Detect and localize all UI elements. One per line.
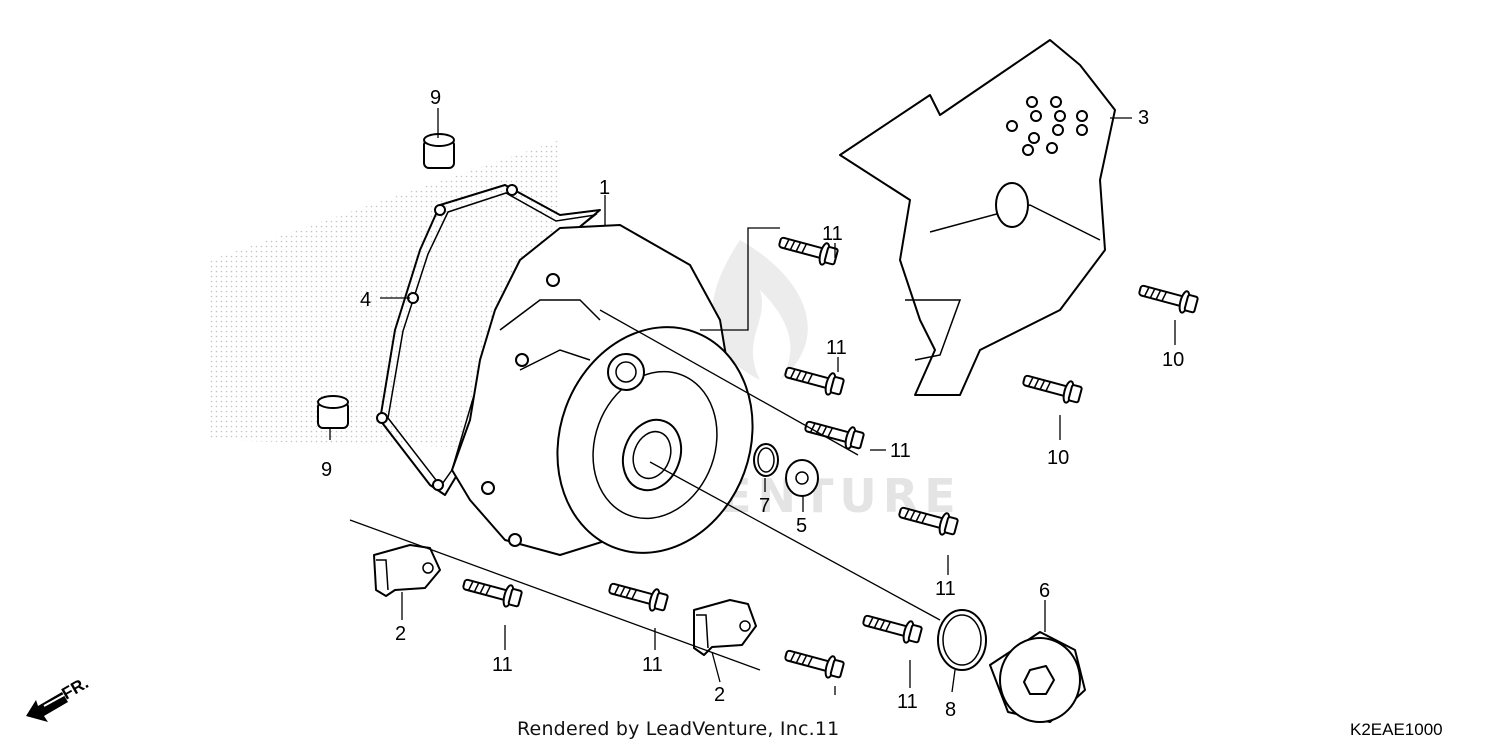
- crankshaft-hole-cap-part-6[interactable]: [989, 631, 1086, 723]
- callout-11-top: 11: [822, 223, 843, 245]
- bolt-11-centre[interactable]: [802, 414, 866, 453]
- callout-1: 1: [599, 177, 610, 199]
- render-credit: Rendered by LeadVenture, Inc.11: [517, 718, 839, 740]
- o-ring-part-7[interactable]: [753, 443, 779, 477]
- callout-5: 5: [796, 515, 807, 537]
- callout-2-right: 2: [714, 684, 725, 706]
- bolt-11-bottom-centre[interactable]: [606, 576, 670, 615]
- bolt-10-upper[interactable]: [1136, 278, 1200, 317]
- front-arrow-icon: [26, 692, 68, 722]
- bolt-11-bottom-right[interactable]: [782, 643, 846, 682]
- callout-9-top: 9: [430, 87, 441, 109]
- callout-11-lower: 11: [897, 691, 918, 713]
- callout-9-lower: 9: [321, 459, 332, 481]
- callout-labels: 9 1 4 3 11 11 11 10 10 9 7 5 11 6 2 11 1…: [321, 87, 1184, 721]
- callout-8: 8: [945, 699, 956, 721]
- o-ring-part-8[interactable]: [937, 609, 987, 671]
- wire-clamp-part-2-right[interactable]: [693, 599, 757, 656]
- timing-hole-cap-part-5[interactable]: [785, 459, 819, 497]
- left-crankcase-cover-part-1[interactable]: [451, 224, 784, 581]
- callout-4: 4: [360, 289, 371, 311]
- callout-11-footer: 11: [814, 718, 840, 740]
- guard-vent-holes: [1006, 96, 1088, 156]
- diagram-code: K2EAE1000: [1350, 720, 1443, 739]
- callout-11-mid: 11: [826, 337, 847, 359]
- render-credit-text: Rendered by LeadVenture, Inc.: [517, 718, 815, 740]
- callout-11-centre: 11: [890, 440, 911, 462]
- leader-lines: [329, 108, 1176, 695]
- callout-3: 3: [1138, 107, 1149, 129]
- callout-7: 7: [759, 495, 770, 517]
- sprocket-cover-guard-part-3[interactable]: [839, 39, 1116, 396]
- front-direction-indicator: FR.: [26, 673, 92, 722]
- wire-clamp-part-2-left[interactable]: [373, 544, 441, 597]
- bolt-11-bottom-left[interactable]: [460, 572, 524, 611]
- callout-11-right: 11: [935, 578, 956, 600]
- dowel-pin-upper[interactable]: [423, 133, 455, 169]
- callout-10-lower: 10: [1047, 447, 1069, 469]
- callout-11-bottom-centre: 11: [642, 654, 663, 676]
- bolt-11-lower[interactable]: [860, 608, 924, 647]
- dowel-pin-lower[interactable]: [317, 395, 349, 429]
- callout-6: 6: [1039, 580, 1050, 602]
- callout-11-bottom-left: 11: [492, 654, 513, 676]
- callout-10-upper: 10: [1162, 349, 1184, 371]
- callout-2-left: 2: [395, 623, 406, 645]
- bolt-10-lower[interactable]: [1020, 368, 1084, 407]
